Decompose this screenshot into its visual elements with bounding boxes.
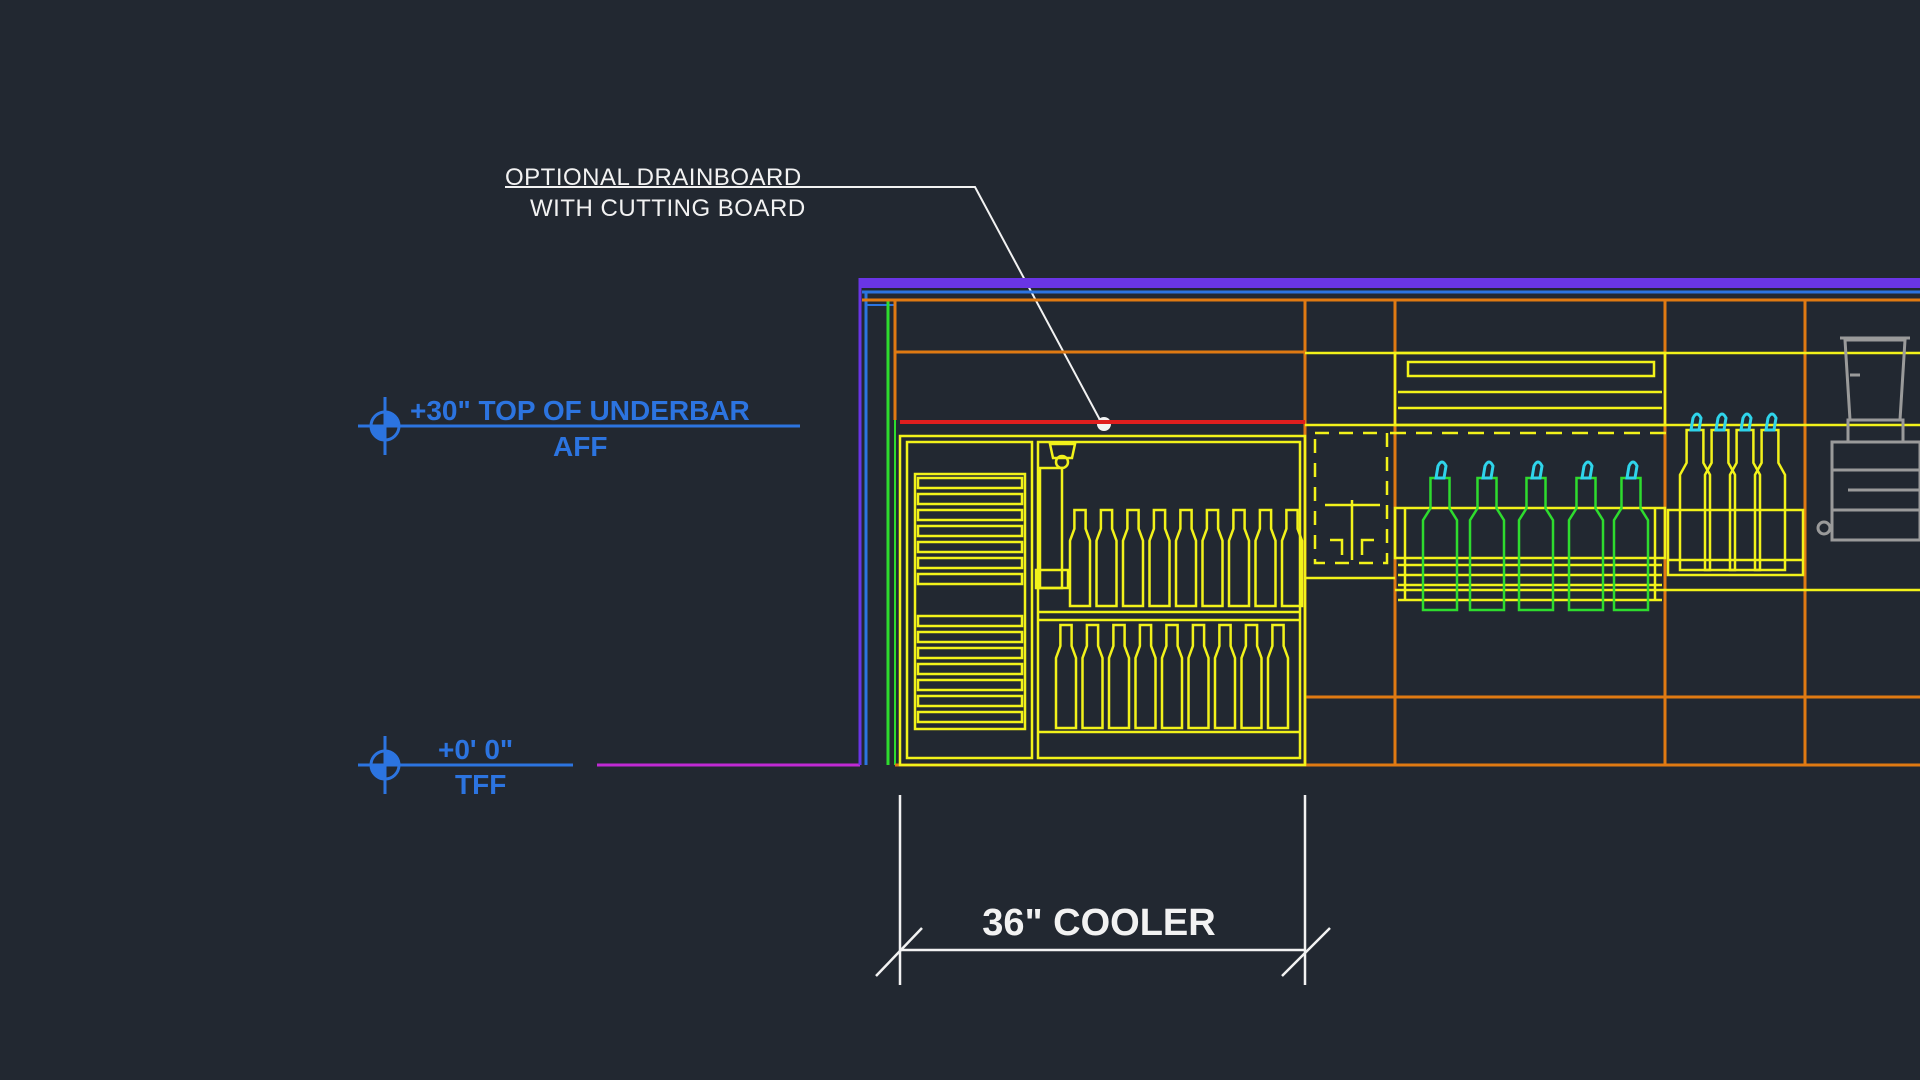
callout-text-line2: WITH CUTTING BOARD [530,195,806,222]
back-bar-bottles [1678,412,1787,572]
pour-spout-icon [1714,412,1728,432]
bottle-icon [1201,508,1224,608]
pour-spout-icon [1739,412,1753,432]
bottle-icon [1081,623,1104,730]
elevation-underbar-sublabel: AFF [553,431,607,462]
elevation-floor-label: +0' 0" [438,734,513,765]
bottle-icon [1134,623,1157,730]
bottle-icon [1160,623,1184,730]
blender-icon [1816,336,1920,542]
bottle-icon [1240,623,1263,730]
bottle-icon [1174,508,1198,608]
bottle-icon [1054,623,1078,730]
bottle-icon [1468,476,1506,612]
drainboard-callout: OPTIONAL DRAINBOARD WITH CUTTING BOARD [505,164,1111,431]
pour-spout-icon [1689,412,1703,432]
bottle-icon [1280,508,1304,608]
bottle-icon [1121,508,1145,608]
cooler-dimension-label: 36" COOLER [982,902,1215,944]
bottle-icon [1421,476,1459,612]
bracket-fixture [1313,431,1389,565]
elevation-marker-floor: +0' 0" TFF [358,734,573,800]
bottle-icon [1227,508,1251,608]
callout-leader-line [505,186,1101,421]
speed-rail-bottles [1421,460,1650,612]
bottle-icon [1266,623,1290,730]
cooler-body [898,434,1307,767]
bottle-icon [1187,623,1210,730]
cooler-bottles-lower [1054,623,1290,730]
elevation-underbar-label: +30" TOP OF UNDERBAR [410,395,750,426]
bottle-icon [1517,476,1555,612]
pour-spout-icon [1434,460,1448,480]
speed-rail [1390,351,1670,602]
pour-spout-icon [1764,412,1778,432]
bottle-icon [1612,476,1650,612]
bottle-icon [1148,508,1171,608]
cooler-dimension [875,795,1331,985]
dimension-tick-right [1281,927,1331,977]
pour-spout-icon [1580,460,1594,480]
cooler-unit [898,434,1307,767]
pour-spout-icon [1625,460,1639,480]
elevation-marker-underbar: +30" TOP OF UNDERBAR AFF [358,395,800,462]
dimension-tick-left [875,927,923,977]
bottle-icon [1753,428,1787,572]
bottle-icon [1567,476,1605,612]
cooler-vent-slats [916,476,1024,724]
bottle-icon [1095,508,1118,608]
pour-spout-icon [1481,460,1495,480]
bottle-icon [1254,508,1277,608]
elevation-floor-sublabel: TFF [455,769,506,800]
bottle-icon [1068,508,1092,608]
cooler-bottles-upper [1068,508,1304,608]
bottle-icon [1107,623,1131,730]
cooler-grille [913,472,1027,731]
beer-tap-icon [1034,442,1077,590]
pour-spout-icon [1530,460,1544,480]
bottle-icon [1213,623,1237,730]
